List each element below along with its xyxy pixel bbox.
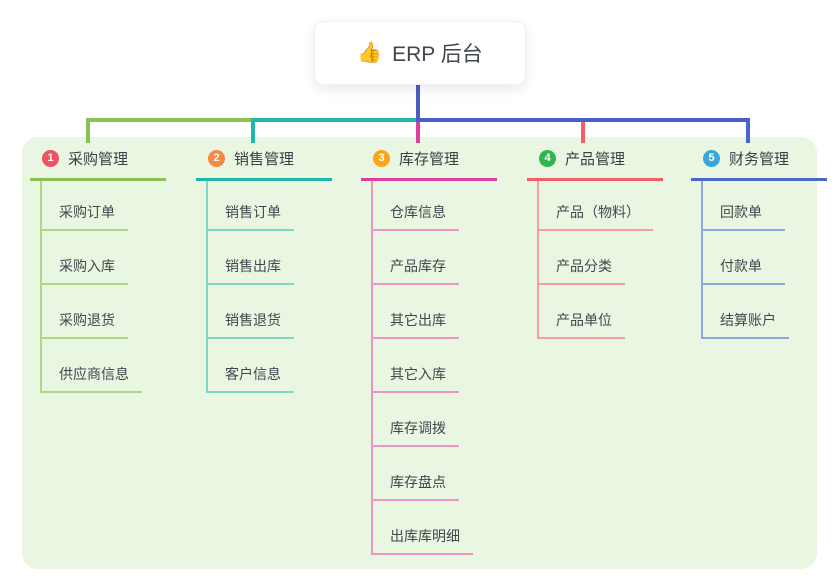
child-node-label: 库存盘点 [390, 474, 446, 490]
child-node-label: 结算账户 [720, 312, 776, 328]
child-node[interactable]: 付款单 [703, 231, 785, 285]
branch-children-2: 销售订单销售出库销售退货客户信息 [206, 181, 294, 393]
connector-horizontal-3 [416, 118, 750, 122]
child-node[interactable]: 库存调拨 [373, 393, 459, 447]
branch-3: 3 库存管理仓库信息产品库存其它出库其它入库库存调拨库存盘点出库库明细 [361, 148, 497, 555]
branch-number: 5 [708, 152, 715, 164]
child-node-label: 仓库信息 [390, 204, 446, 220]
child-node[interactable]: 销售订单 [208, 181, 294, 231]
child-node[interactable]: 采购订单 [42, 181, 128, 231]
child-node[interactable]: 销售退货 [208, 285, 294, 339]
branch-label: 产品管理 [565, 151, 626, 168]
child-node[interactable]: 客户信息 [208, 339, 294, 393]
branch-number: 3 [378, 152, 385, 164]
child-node-label: 采购退货 [59, 312, 115, 328]
child-node[interactable]: 其它出库 [373, 285, 459, 339]
branch-label: 库存管理 [399, 151, 460, 168]
branch-header-5[interactable]: 5 财务管理 [691, 148, 827, 181]
child-node-label: 回款单 [720, 204, 762, 220]
branch-number: 4 [544, 152, 551, 164]
child-node[interactable]: 结算账户 [703, 285, 789, 339]
branch-5: 5 财务管理回款单付款单结算账户 [691, 148, 827, 339]
branch-children-1: 采购订单采购入库采购退货供应商信息 [40, 181, 142, 393]
child-node[interactable]: 产品（物料） [539, 181, 653, 231]
thumbs-up-icon: 👍 [357, 42, 383, 64]
branch-children-3: 仓库信息产品库存其它出库其它入库库存调拨库存盘点出库库明细 [371, 181, 473, 555]
child-node-label: 付款单 [720, 258, 762, 274]
child-node-label: 其它出库 [390, 312, 446, 328]
child-node[interactable]: 出库库明细 [373, 501, 473, 555]
branch-header-4[interactable]: 4 产品管理 [527, 148, 663, 181]
child-node[interactable]: 销售出库 [208, 231, 294, 285]
child-node-label: 产品单位 [556, 312, 612, 328]
child-node-label: 客户信息 [225, 366, 281, 382]
connector-drop-5 [746, 118, 750, 143]
child-node-label: 供应商信息 [59, 366, 129, 382]
connector-drop-4 [581, 118, 585, 143]
child-node[interactable]: 回款单 [703, 181, 785, 231]
child-node-label: 采购订单 [59, 204, 115, 220]
child-node[interactable]: 采购退货 [42, 285, 128, 339]
child-node[interactable]: 仓库信息 [373, 181, 459, 231]
child-node-label: 销售订单 [225, 204, 281, 220]
branch-number-badge: 5 [703, 150, 720, 167]
child-node-label: 出库库明细 [390, 528, 460, 544]
branch-4: 4 产品管理产品（物料） 产品分类产品单位 [527, 148, 663, 339]
branch-number-badge: 2 [208, 150, 225, 167]
child-node-label: 其它入库 [390, 366, 446, 382]
branch-number-badge: 1 [42, 150, 59, 167]
connector-drop-2 [251, 118, 255, 143]
root-connector-stem [416, 84, 420, 122]
root-node[interactable]: 👍 ERP 后台 [315, 22, 525, 84]
child-node[interactable]: 库存盘点 [373, 447, 459, 501]
child-node-label: 产品分类 [556, 258, 612, 274]
child-node[interactable]: 其它入库 [373, 339, 459, 393]
branch-children-4: 产品（物料） 产品分类产品单位 [537, 181, 653, 339]
branch-number: 2 [213, 152, 220, 164]
branch-label: 采购管理 [68, 151, 129, 168]
branch-header-1[interactable]: 1 采购管理 [30, 148, 166, 181]
child-node-label: 销售退货 [225, 312, 281, 328]
branch-2: 2 销售管理销售订单销售出库销售退货客户信息 [196, 148, 332, 393]
child-node[interactable]: 采购入库 [42, 231, 128, 285]
connector-drop-1 [86, 118, 90, 143]
child-node[interactable]: 产品单位 [539, 285, 625, 339]
connector-horizontal-1 [86, 118, 251, 122]
branch-header-3[interactable]: 3 库存管理 [361, 148, 497, 181]
branch-header-2[interactable]: 2 销售管理 [196, 148, 332, 181]
child-node-label: 产品（物料） [556, 204, 640, 220]
connector-horizontal-2 [251, 118, 420, 122]
connector-drop-3 [416, 118, 420, 143]
branch-1: 1 采购管理采购订单采购入库采购退货供应商信息 [30, 148, 166, 393]
branch-number-badge: 4 [539, 150, 556, 167]
child-node[interactable]: 产品库存 [373, 231, 459, 285]
child-node-label: 采购入库 [59, 258, 115, 274]
branches-panel [22, 137, 817, 569]
root-node-label: ERP 后台 [392, 43, 483, 66]
child-node-label: 产品库存 [390, 258, 446, 274]
child-node-label: 库存调拨 [390, 420, 446, 436]
child-node[interactable]: 产品分类 [539, 231, 625, 285]
branch-number: 1 [47, 152, 54, 164]
branch-label: 销售管理 [234, 151, 295, 168]
branch-children-5: 回款单付款单结算账户 [701, 181, 789, 339]
child-node[interactable]: 供应商信息 [42, 339, 142, 393]
branch-number-badge: 3 [373, 150, 390, 167]
child-node-label: 销售出库 [225, 258, 281, 274]
branch-label: 财务管理 [729, 151, 790, 168]
